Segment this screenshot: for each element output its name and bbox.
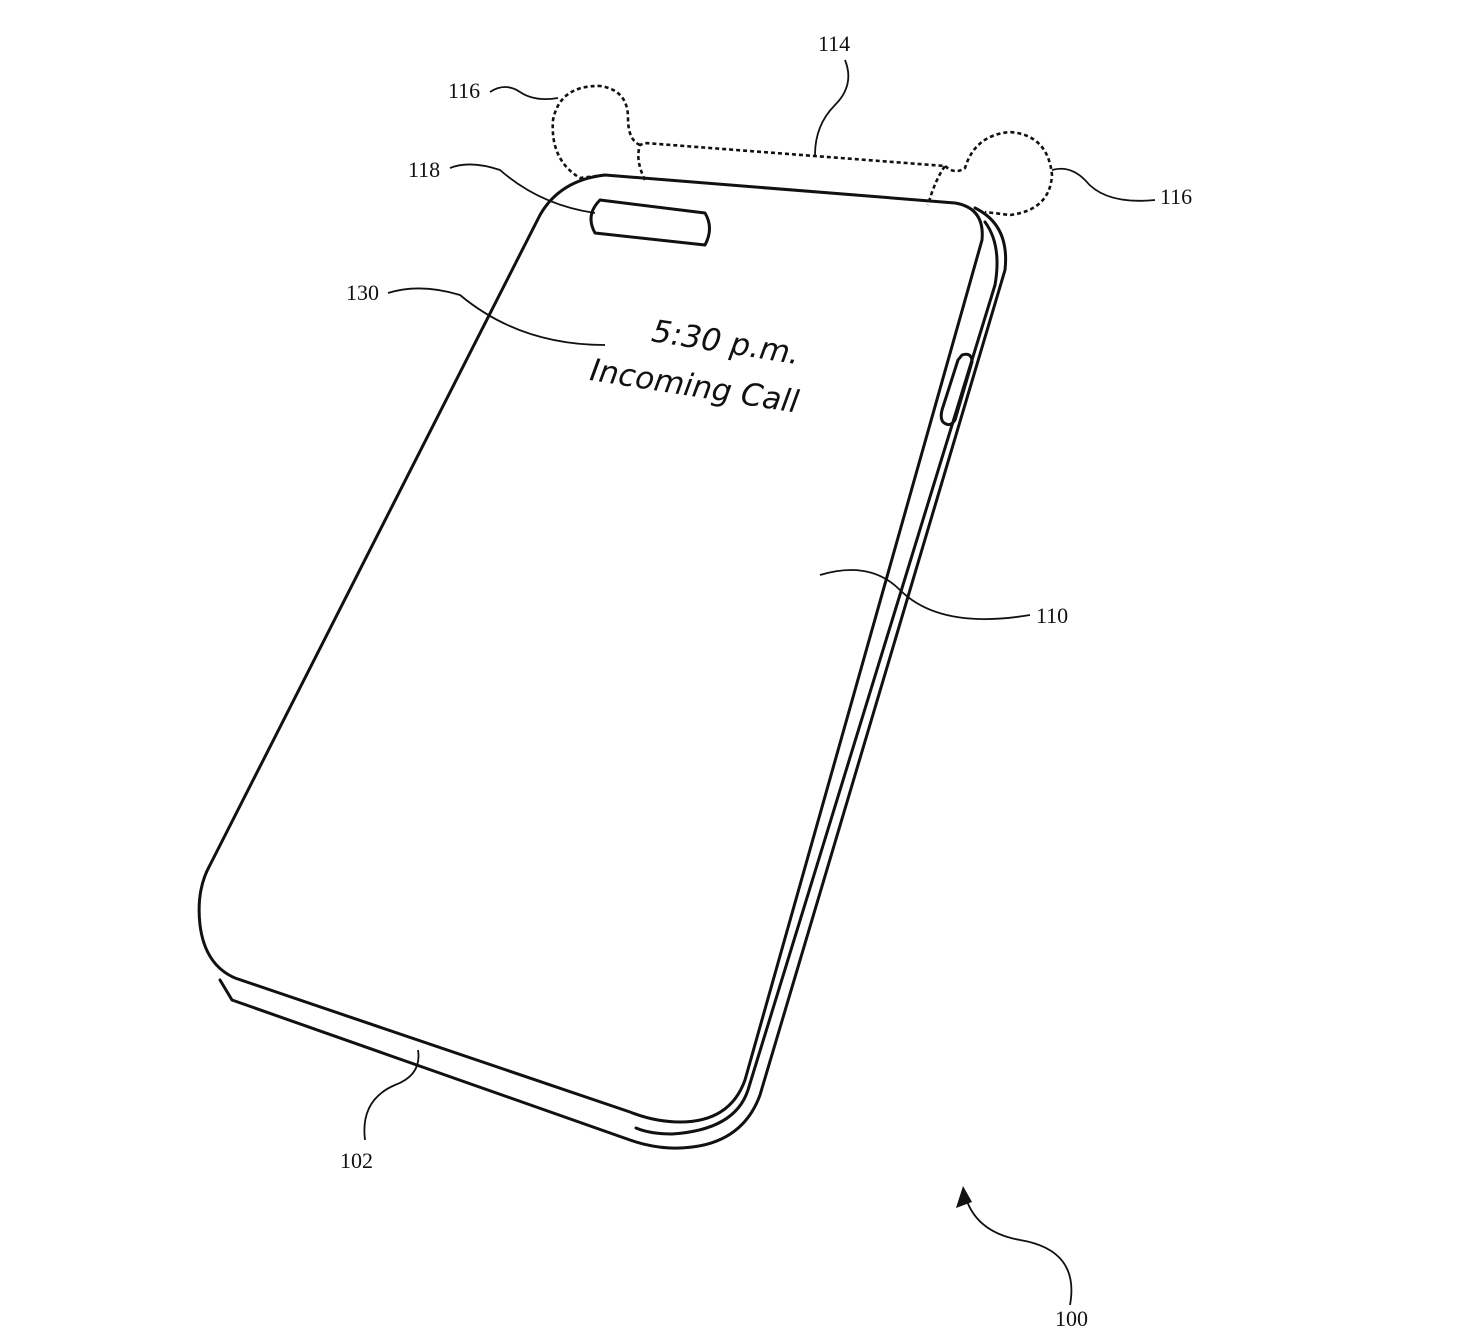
leader-116-right bbox=[1051, 167, 1156, 202]
label-110: 110 bbox=[1036, 603, 1068, 628]
label-116-right: 116 bbox=[1160, 184, 1192, 209]
strap-end-left bbox=[551, 84, 641, 180]
leader-100-arrow bbox=[964, 1194, 1073, 1306]
label-114: 114 bbox=[818, 31, 850, 56]
phone-side-inner bbox=[634, 220, 999, 1136]
label-102: 102 bbox=[340, 1148, 373, 1173]
arrow-head-icon bbox=[956, 1186, 972, 1208]
leader-118 bbox=[449, 163, 596, 214]
label-116-left: 116 bbox=[448, 78, 480, 103]
strap bbox=[637, 141, 948, 206]
leader-110 bbox=[819, 569, 1031, 620]
leader-102 bbox=[363, 1049, 420, 1141]
side-button bbox=[939, 352, 974, 427]
label-130: 130 bbox=[346, 280, 379, 305]
leader-116-left bbox=[489, 86, 559, 101]
label-100: 100 bbox=[1055, 1306, 1088, 1331]
leader-130 bbox=[387, 287, 606, 346]
phone-back-face bbox=[197, 173, 984, 1124]
notification-time: 5:30 p.m. bbox=[649, 313, 802, 372]
camera-module bbox=[589, 198, 711, 247]
phone-side-band bbox=[218, 206, 1008, 1150]
strap-end-right bbox=[944, 130, 1054, 217]
label-118: 118 bbox=[408, 157, 440, 182]
leader-114 bbox=[814, 59, 850, 156]
